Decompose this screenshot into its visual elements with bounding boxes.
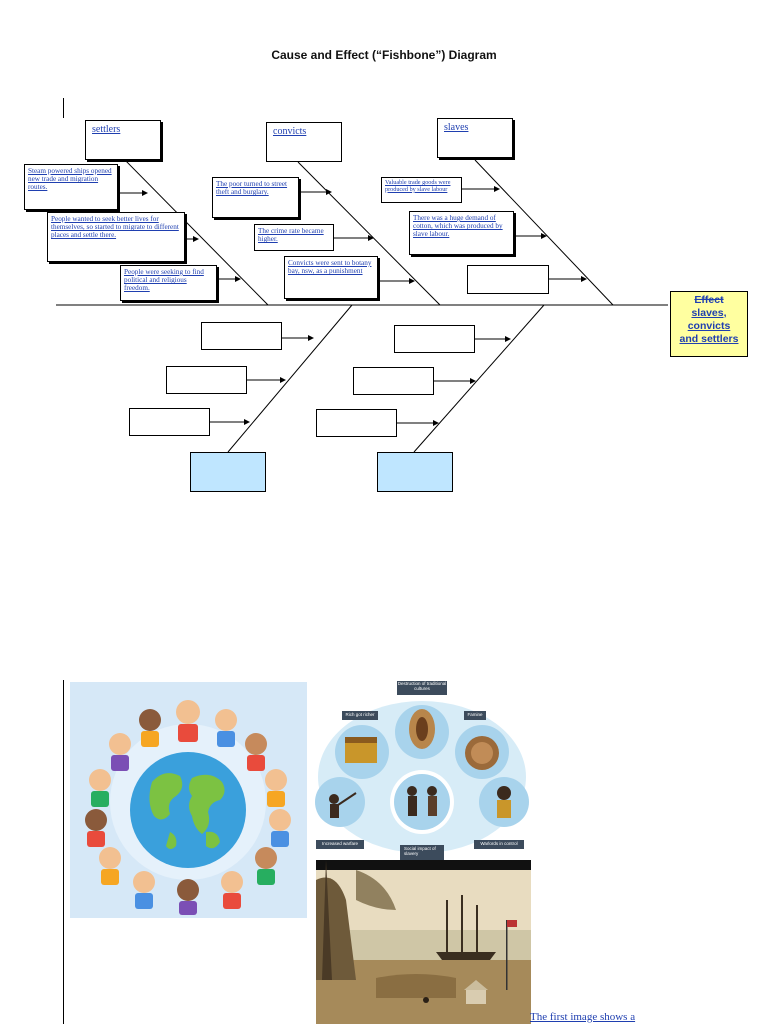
- effect-line-3: and settlers: [679, 333, 739, 345]
- label-famine: Famine: [467, 712, 483, 717]
- label-destruction: Destruction of traditional cultures: [397, 681, 447, 691]
- effect-line-1: slaves,: [691, 307, 727, 319]
- cause-lower-left-1[interactable]: [201, 322, 282, 350]
- image-caption: The first image shows a: [530, 1011, 636, 1023]
- cause-lower-right-2[interactable]: [353, 367, 434, 395]
- category-slaves[interactable]: slaves: [437, 118, 513, 158]
- effect-line-2: convicts: [687, 320, 731, 332]
- bone-lower-left: [227, 304, 353, 453]
- cause-slaves-1[interactable]: Valuable trade goods were produced by sl…: [381, 177, 462, 203]
- category-convicts[interactable]: convicts: [266, 122, 342, 162]
- bone-slaves: [474, 159, 614, 306]
- margin-line: [63, 680, 64, 1024]
- page-title: Cause and Effect (“Fishbone”) Diagram: [271, 48, 497, 62]
- effect-heading: Effect: [694, 294, 724, 306]
- cause-slaves-3-empty[interactable]: [467, 265, 549, 294]
- colonial-harbour-painting: [316, 860, 531, 1024]
- cause-settlers-1[interactable]: Steam powered ships opened new trade and…: [24, 164, 118, 210]
- category-convicts-label: convicts: [273, 126, 307, 137]
- cause-convicts-2[interactable]: The crime rate became higher.: [254, 224, 334, 251]
- cause-lower-left-3[interactable]: [129, 408, 210, 436]
- category-lower-left[interactable]: [190, 452, 266, 492]
- cause-lower-right-3[interactable]: [316, 409, 397, 437]
- label-rich: Rich got richer: [345, 712, 375, 717]
- bone-convicts: [297, 161, 441, 306]
- category-settlers-label: settlers: [92, 124, 121, 135]
- label-social: Social impact of slavery: [404, 846, 436, 856]
- cause-settlers-3[interactable]: People were seeking to find political an…: [120, 265, 217, 301]
- label-warlords: Warlords in control: [480, 841, 518, 846]
- bone-settlers: [124, 159, 269, 306]
- cause-slaves-2[interactable]: There was a huge demand of cotton, which…: [409, 211, 514, 255]
- cause-convicts-3[interactable]: Convicts were sent to botany bay, nsw, a…: [284, 256, 378, 299]
- text-cursor: [63, 98, 64, 118]
- cause-convicts-1[interactable]: The poor turned to street theft and burg…: [212, 177, 299, 218]
- category-slaves-label: slaves: [444, 122, 469, 133]
- slavery-impact-infographic: Destruction of traditional cultures Rich…: [312, 677, 532, 860]
- cause-settlers-2[interactable]: People wanted to seek better lives for t…: [47, 212, 185, 262]
- children-globe-image: [70, 682, 307, 918]
- label-warfare: Increased warfare: [321, 841, 359, 846]
- cause-lower-left-2[interactable]: [166, 366, 247, 394]
- category-lower-right[interactable]: [377, 452, 453, 492]
- bone-lower-right: [413, 304, 545, 453]
- effect-box[interactable]: Effect slaves, convicts and settlers: [670, 291, 748, 357]
- category-settlers[interactable]: settlers: [85, 120, 161, 160]
- cause-lower-right-1[interactable]: [394, 325, 475, 353]
